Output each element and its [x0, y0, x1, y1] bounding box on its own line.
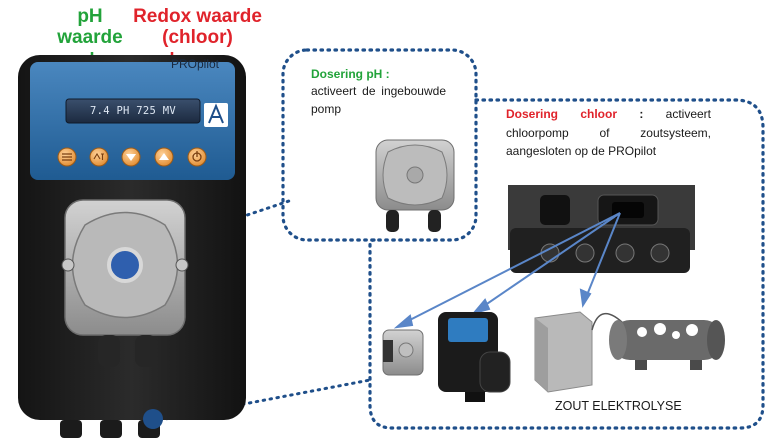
arrow-down-icon: [126, 154, 136, 161]
stop-button[interactable]: [187, 147, 207, 167]
callout-ph-text: activeert de ingebouwde pomp: [311, 84, 446, 116]
device-buttons: [57, 147, 207, 167]
menu-icon: [62, 153, 72, 161]
callout-chloor: Dosering chloor : activeert chloorpomp o…: [506, 105, 711, 161]
callout-ph-title: Dosering pH :: [311, 67, 390, 81]
electrolysis-cabinet-image: [534, 311, 593, 393]
chloor-pointer-arrows: [393, 212, 621, 329]
electrolysis-cell-image: [591, 313, 725, 370]
ph-pump-image: [375, 139, 455, 232]
ph-label-line1: pH: [77, 6, 103, 27]
small-pump-image: [382, 329, 424, 376]
menu-button[interactable]: [57, 147, 77, 167]
callout-chloor-title: Dosering chloor: [506, 107, 617, 121]
callout-chloor-colon: :: [617, 107, 666, 121]
set-button[interactable]: [89, 147, 109, 167]
redox-label-line1: Redox waarde: [133, 6, 262, 27]
stop-icon: [192, 151, 202, 162]
device-brand: PROpilot: [170, 57, 220, 71]
arrow-down-button[interactable]: [121, 147, 141, 167]
redox-label-line2: (chloor): [162, 27, 233, 48]
ph-label: pH waarde: [55, 6, 125, 48]
device-display: 7.4 PH 725 MV: [89, 105, 177, 117]
dosing-pump-image: [438, 312, 511, 402]
electrolysis-label: ZOUT ELEKTROLYSE: [555, 399, 682, 413]
redox-label: Redox waarde (chloor): [115, 6, 280, 48]
ph-label-line2: waarde: [57, 27, 123, 48]
callout-chloor-text: activeert chloorpomp of zoutsysteem, aan…: [506, 107, 711, 158]
callout-chloor-frame: [368, 98, 765, 430]
arrow-up-button[interactable]: [154, 147, 174, 167]
set-icon: [93, 152, 104, 160]
propilot-device: [18, 55, 246, 438]
brand-logo: [204, 103, 228, 127]
arrow-up-icon: [159, 153, 169, 160]
